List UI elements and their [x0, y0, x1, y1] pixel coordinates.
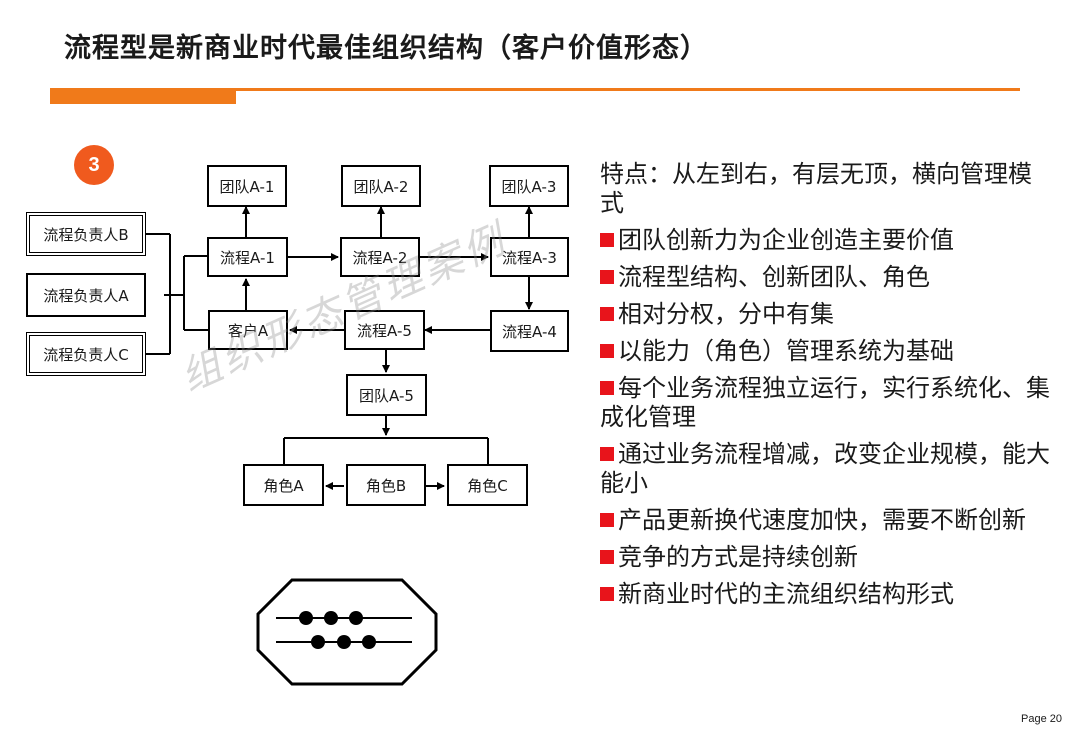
feature-item: 产品更新换代速度加快，需要不断创新 — [600, 506, 1050, 535]
process-a3-box: 流程A-3 — [490, 237, 569, 277]
process-a4-box: 流程A-4 — [490, 310, 569, 352]
bullet-square-icon — [600, 270, 614, 284]
customer-a-box: 客户A — [208, 310, 288, 350]
page-number: Page 20 — [1021, 713, 1062, 725]
bullet-square-icon — [600, 587, 614, 601]
title-underline — [50, 88, 1020, 91]
bullet-square-icon — [600, 344, 614, 358]
owner-a-box: 流程负责人A — [26, 273, 146, 317]
feature-list: 特点：从左到右，有层无顶，横向管理模式 团队创新力为企业创造主要价值 流程型结构… — [600, 160, 1050, 617]
feature-item: 竞争的方式是持续创新 — [600, 543, 1050, 572]
team-a3-box: 团队A-3 — [489, 165, 569, 207]
process-a2-box: 流程A-2 — [340, 237, 420, 277]
feature-item: 新商业时代的主流组织结构形式 — [600, 580, 1050, 609]
process-a1-box: 流程A-1 — [207, 237, 288, 277]
bullet-square-icon — [600, 513, 614, 527]
team-a2-box: 团队A-2 — [341, 165, 421, 207]
bullet-square-icon — [600, 381, 614, 395]
page-title: 流程型是新商业时代最佳组织结构（客户价值形态） — [64, 33, 708, 64]
role-b-box: 角色B — [346, 464, 426, 506]
role-a-box: 角色A — [243, 464, 324, 506]
feature-intro: 特点：从左到右，有层无顶，横向管理模式 — [600, 160, 1032, 217]
step-badge: 3 — [74, 145, 114, 185]
team-a5-box: 团队A-5 — [346, 374, 427, 416]
network-octagon-icon — [256, 578, 438, 686]
owner-b-box: 流程负责人B — [26, 212, 146, 256]
bullet-square-icon — [600, 307, 614, 321]
bullet-square-icon — [600, 447, 614, 461]
feature-item: 以能力（角色）管理系统为基础 — [600, 337, 1050, 366]
title-underline-accent — [50, 88, 236, 104]
feature-item: 流程型结构、创新团队、角色 — [600, 263, 1050, 292]
bullet-square-icon — [600, 550, 614, 564]
bullet-square-icon — [600, 233, 614, 247]
team-a1-box: 团队A-1 — [207, 165, 287, 207]
process-a5-box: 流程A-5 — [344, 310, 425, 350]
feature-item: 相对分权，分中有集 — [600, 300, 1050, 329]
role-c-box: 角色C — [447, 464, 528, 506]
feature-item: 通过业务流程增减，改变企业规模，能大能小 — [600, 440, 1050, 497]
owner-c-box: 流程负责人C — [26, 332, 146, 376]
feature-item: 每个业务流程独立运行，实行系统化、集成化管理 — [600, 374, 1050, 431]
feature-item: 团队创新力为企业创造主要价值 — [600, 226, 1050, 255]
